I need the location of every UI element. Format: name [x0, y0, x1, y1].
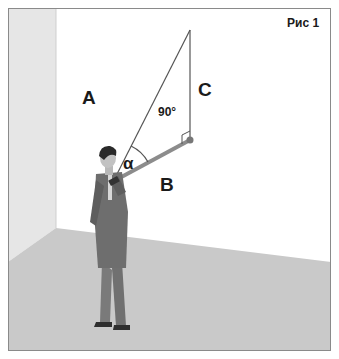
side-wall: [8, 8, 56, 262]
angle-label: 90°: [158, 106, 176, 118]
back-wall: [8, 8, 331, 351]
figure-number: Рис 1: [287, 17, 319, 29]
angle-arc: [131, 146, 148, 162]
laser-dot: [187, 137, 194, 144]
laser-beam-b: [114, 140, 190, 181]
side-c: [189, 30, 190, 140]
floor: [8, 228, 331, 351]
frame: [9, 9, 331, 351]
person: [90, 146, 130, 330]
angle-label: α: [123, 155, 133, 172]
side-label: B: [160, 175, 174, 194]
side-label: C: [198, 80, 212, 99]
side-a: [114, 30, 190, 180]
side-label: A: [82, 88, 96, 107]
wall-corner: [56, 8, 57, 228]
